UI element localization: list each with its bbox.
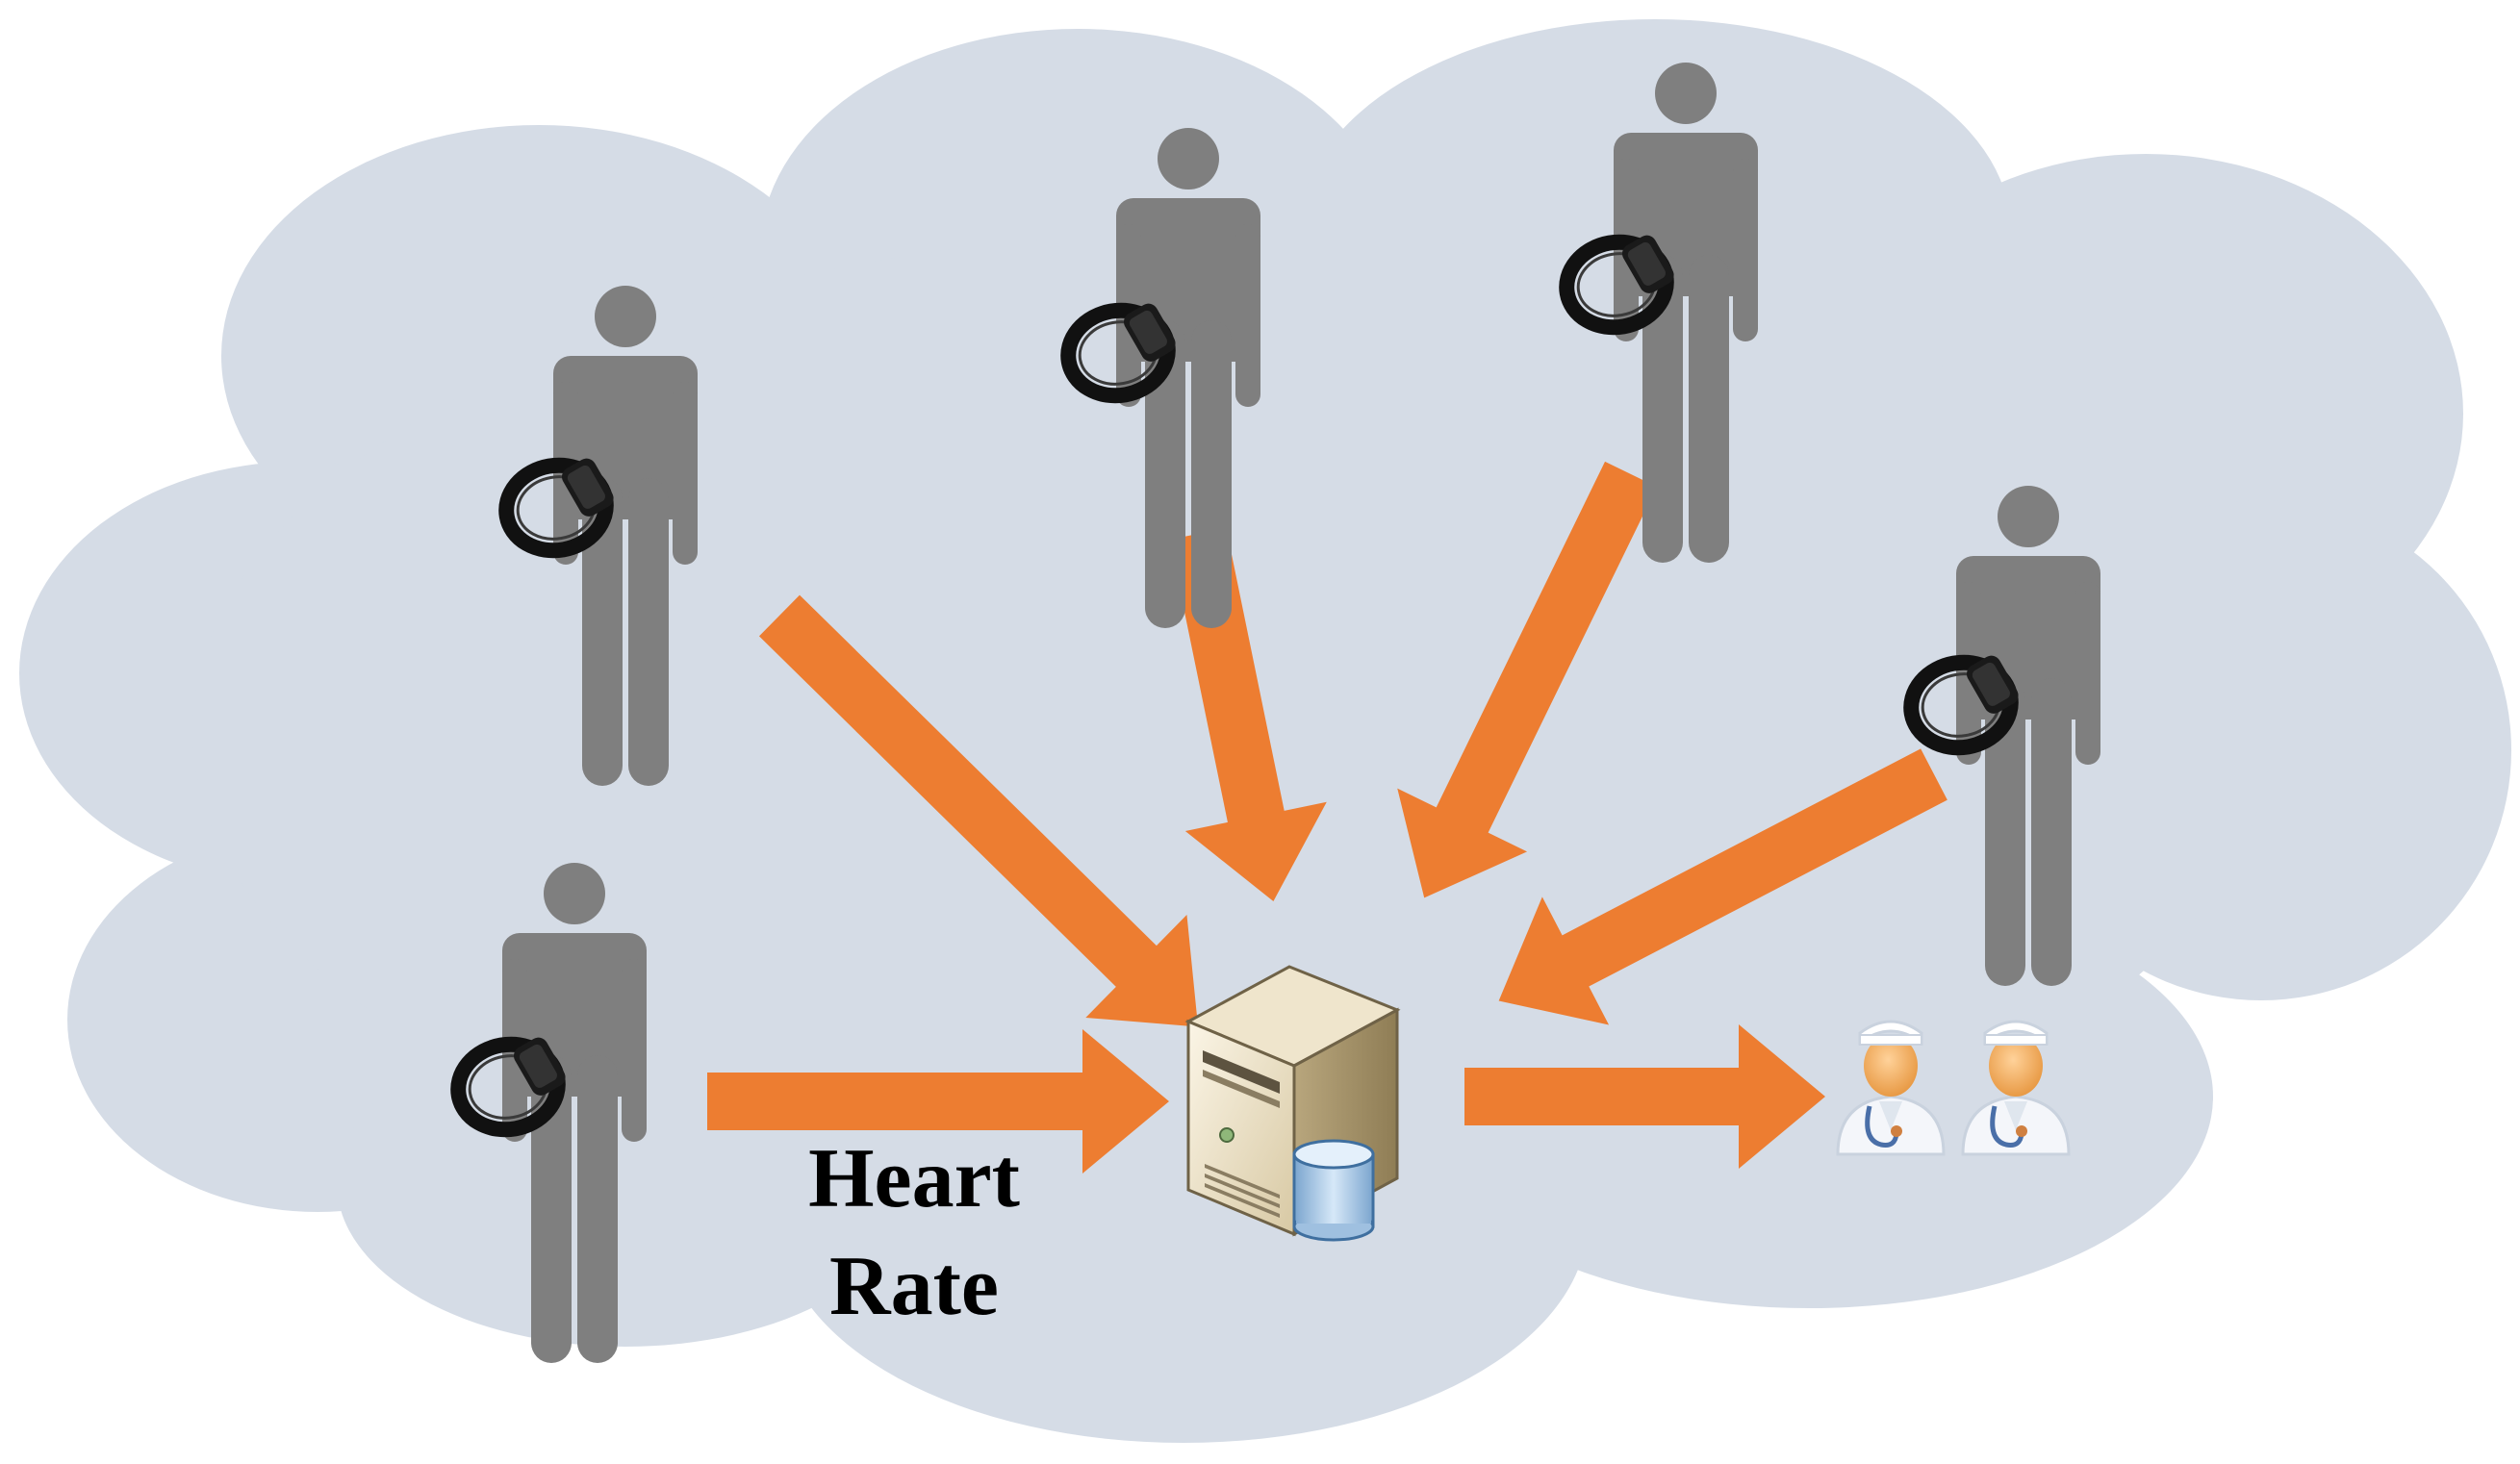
arrow-lower-left-to-server xyxy=(707,1029,1169,1174)
arrow-right-to-server xyxy=(1498,748,1947,1025)
arrow-top-right-to-server xyxy=(1397,461,1657,898)
heart-rate-label-line1: Heart xyxy=(808,1132,1020,1225)
data-arrows xyxy=(707,461,1947,1174)
heart-rate-label: Heart Rate xyxy=(731,1125,1097,1341)
heart-rate-label-line2: Rate xyxy=(829,1240,999,1333)
arrow-server-to-doctors xyxy=(1464,1024,1825,1169)
arrow-upper-left-to-server xyxy=(758,594,1199,1027)
database-icon xyxy=(1292,1139,1375,1242)
